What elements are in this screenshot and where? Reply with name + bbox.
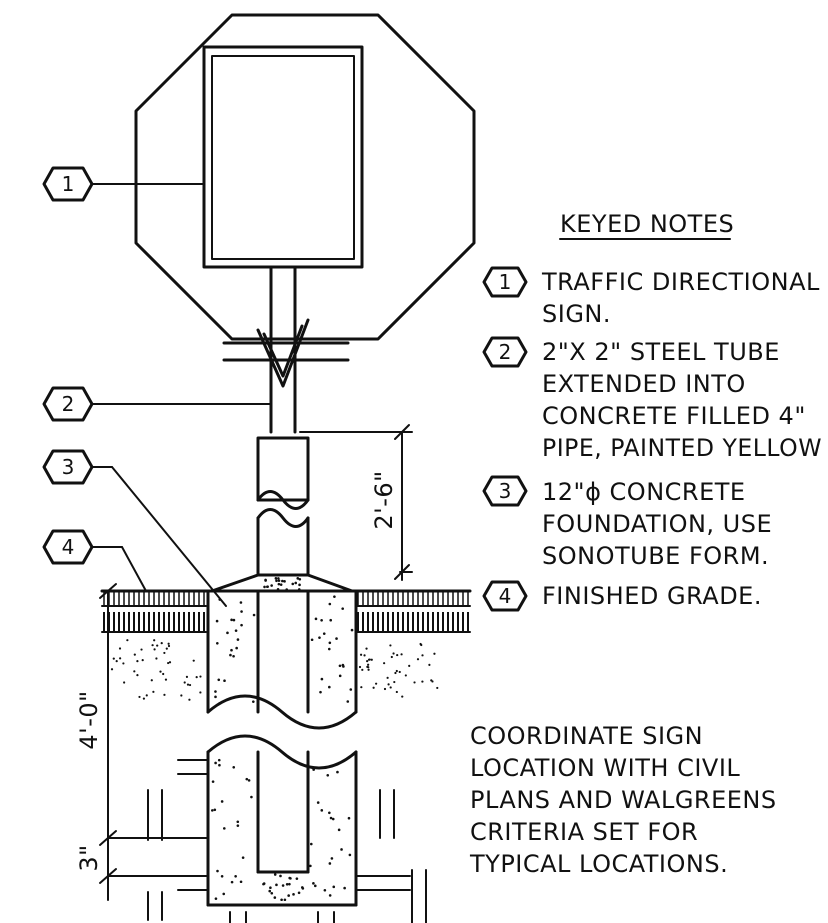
keyed-notes: KEYED NOTES 1 TRAFFIC DIRECTIONAL SIGN. … xyxy=(482,210,822,612)
soil-dots xyxy=(110,639,439,701)
general-note-line-2: LOCATION WITH CIVIL xyxy=(470,754,740,782)
sign-panel-outer xyxy=(202,45,364,269)
keyed-note-3-line-3: SONOTUBE FORM. xyxy=(542,542,769,570)
keyed-note-4-line-1: FINISHED GRADE. xyxy=(542,582,762,610)
dim-depth-label: 4'-0" xyxy=(75,690,103,749)
general-note: COORDINATE SIGN LOCATION WITH CIVIL PLAN… xyxy=(469,722,777,878)
general-note-line-1: COORDINATE SIGN xyxy=(470,722,703,750)
keyed-note-2-line-3: CONCRETE FILLED 4" xyxy=(542,402,806,430)
keyed-note-2: 2 2"X 2" STEEL TUBE EXTENDED INTO CONCRE… xyxy=(482,336,822,462)
concrete-stipple xyxy=(211,577,354,902)
keyed-note-1-line-1: TRAFFIC DIRECTIONAL xyxy=(541,268,820,296)
callout-tag-3: 3 xyxy=(42,449,227,607)
keyed-note-1-number: 1 xyxy=(499,270,512,294)
keyed-note-2-line-2: EXTENDED INTO xyxy=(542,370,746,398)
keyed-note-2-line-4: PIPE, PAINTED YELLOW xyxy=(542,434,822,462)
callout-tag-2: 2 xyxy=(42,386,271,422)
break-zigzag xyxy=(256,318,310,388)
keyed-note-3-line-2: FOUNDATION, USE xyxy=(542,510,772,538)
callout-tag-4: 4 xyxy=(42,529,147,592)
general-note-line-3: PLANS AND WALGREENS xyxy=(470,786,777,814)
keyed-note-1: 1 TRAFFIC DIRECTIONAL SIGN. xyxy=(482,266,820,328)
keyed-note-3-number: 3 xyxy=(499,479,512,503)
finished-grade xyxy=(100,573,472,633)
keyed-note-1-line-2: SIGN. xyxy=(542,300,611,328)
keyed-note-2-line-1: 2"X 2" STEEL TUBE xyxy=(542,338,780,366)
sign-octagon-outline xyxy=(134,13,476,341)
keyed-note-4-number: 4 xyxy=(499,584,512,608)
general-note-line-4: CRITERIA SET FOR xyxy=(470,818,698,846)
sign-panel-inner xyxy=(211,55,355,260)
keyed-notes-heading: KEYED NOTES xyxy=(560,210,734,238)
callout-4-number: 4 xyxy=(62,535,75,559)
callout-3-number: 3 xyxy=(62,455,75,479)
lower-ground-lines xyxy=(147,759,427,923)
dim-above-grade-label: 2'-6" xyxy=(370,470,398,529)
callout-2-number: 2 xyxy=(62,392,75,416)
concrete-foundation xyxy=(110,577,439,907)
traffic-sign-head xyxy=(134,13,476,341)
keyed-note-3: 3 12"ϕ CONCRETE FOUNDATION, USE SONOTUBE… xyxy=(482,475,772,570)
soil-hatch-right xyxy=(357,591,469,632)
dimension-depth: 4'-0" 3" xyxy=(75,583,209,901)
soil-hatch-left xyxy=(103,591,205,632)
concrete-mound xyxy=(210,573,354,593)
callout-1-number: 1 xyxy=(62,172,75,196)
keyed-note-3-line-1: 12"ϕ CONCRETE xyxy=(542,478,746,506)
callout-tag-1: 1 xyxy=(42,166,205,202)
dimension-above-grade: 2'-6" xyxy=(299,424,413,581)
steel-tube-post xyxy=(222,265,350,577)
dim-bottom-label: 3" xyxy=(75,844,103,871)
pipe-upper-segment xyxy=(256,436,310,502)
keyed-note-2-number: 2 xyxy=(499,340,512,364)
keyed-note-4: 4 FINISHED GRADE. xyxy=(482,580,762,612)
general-note-line-5: TYPICAL LOCATIONS. xyxy=(469,850,728,878)
